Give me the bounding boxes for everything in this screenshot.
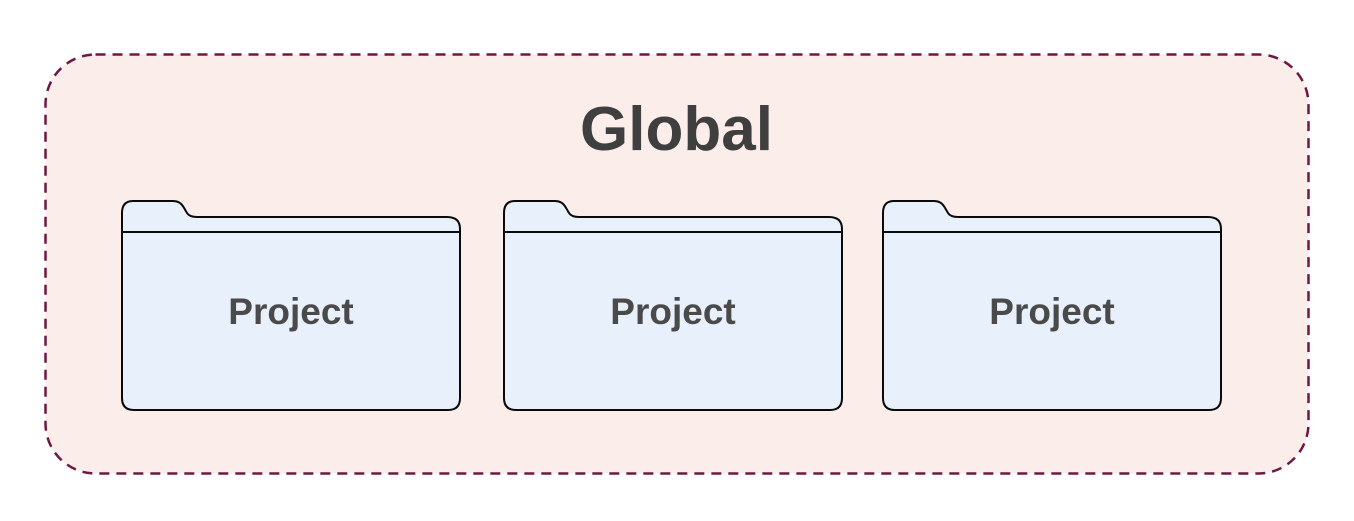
project-folder-label: Project <box>228 291 354 332</box>
global-group-label: Global <box>580 95 773 164</box>
folder-shape-icon <box>882 200 1222 411</box>
project-folder-1: Project <box>121 199 461 412</box>
project-folder-label: Project <box>989 291 1115 332</box>
project-folder-label: Project <box>610 291 736 332</box>
project-folder-3: Project <box>882 199 1222 412</box>
folder-shape-icon <box>503 200 843 411</box>
project-folder-2: Project <box>503 199 843 412</box>
folder-shape-icon <box>121 200 461 411</box>
